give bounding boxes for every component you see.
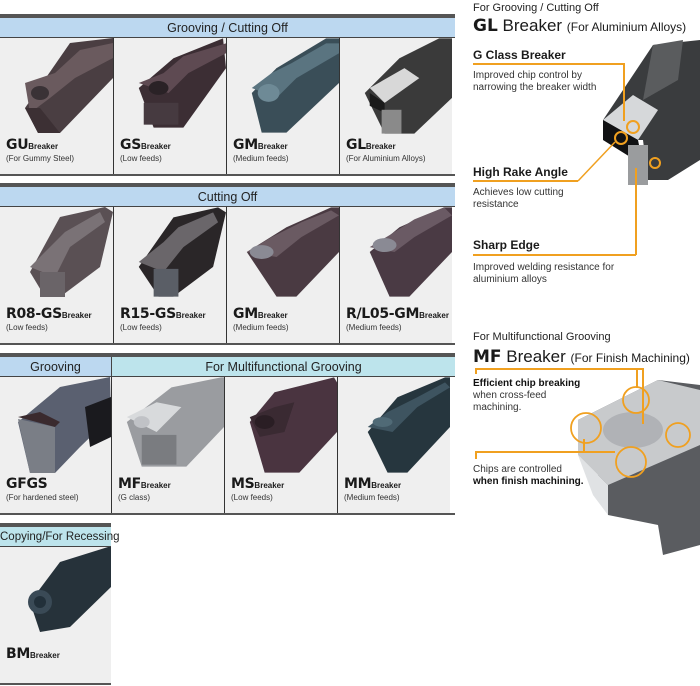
insert-name: MSBreaker bbox=[231, 476, 285, 492]
table-header: Copying/For Recessing bbox=[0, 527, 120, 546]
table-grooving-cutting-off: Grooving / Cutting Off GUBreaker (For Gu… bbox=[0, 14, 455, 176]
insert-name: BMBreaker bbox=[6, 646, 60, 662]
callout-line bbox=[636, 368, 638, 388]
callout-line bbox=[475, 451, 615, 453]
insert-desc: (For hardened steel) bbox=[6, 493, 79, 502]
insert-image-r15-gs bbox=[138, 207, 226, 297]
insert-desc: (Low feeds) bbox=[6, 323, 48, 332]
insert-image-gs bbox=[138, 38, 226, 128]
insert-cell-mm: MMBreaker (Medium feeds) bbox=[337, 377, 450, 513]
mf-callout-1: Efficient chip breaking when cross-feed … bbox=[473, 378, 581, 413]
mf-breaker-panel: For Multifunctional Grooving MF Breaker … bbox=[473, 330, 700, 686]
insert-name: GFGS bbox=[6, 476, 48, 492]
insert-image-rl05-gm bbox=[369, 207, 452, 297]
callout-line bbox=[623, 63, 625, 121]
insert-image-mm bbox=[367, 377, 450, 473]
table-header-grooving: Grooving bbox=[0, 357, 111, 376]
insert-desc: (Low feeds) bbox=[231, 493, 273, 502]
insert-image-gm bbox=[251, 38, 339, 133]
callout-line bbox=[475, 368, 477, 374]
insert-cell-mf: MFBreaker (G class) bbox=[111, 377, 224, 513]
callout-line bbox=[475, 451, 477, 459]
gl-feature-title: Sharp Edge bbox=[473, 238, 540, 252]
insert-image-r08-gs bbox=[30, 207, 113, 297]
insert-name: GLBreaker bbox=[346, 137, 396, 153]
table-header: Cutting Off bbox=[0, 187, 455, 206]
insert-desc: (G class) bbox=[118, 493, 150, 502]
mf-callout-2: Chips are controlled when finish machini… bbox=[473, 464, 584, 487]
mf-title: MF Breaker (For Finish Machining) bbox=[473, 347, 690, 367]
insert-desc: (Medium feeds) bbox=[346, 323, 402, 332]
callout-line bbox=[473, 254, 636, 256]
insert-desc: (Medium feeds) bbox=[233, 323, 289, 332]
insert-name: GSBreaker bbox=[120, 137, 171, 153]
insert-desc: (Low feeds) bbox=[120, 154, 162, 163]
insert-cell-r08-gs: R08-GSBreaker (Low feeds) bbox=[0, 207, 113, 343]
table-cutting-off: Cutting Off R08-GSBreaker (Low feeds) R1… bbox=[0, 183, 455, 345]
insert-cell-r15-gs: R15-GSBreaker (Low feeds) bbox=[113, 207, 226, 343]
insert-image-gfgs bbox=[18, 377, 111, 473]
insert-name: MMBreaker bbox=[344, 476, 402, 492]
insert-cell-gm: GMBreaker (Medium feeds) bbox=[226, 38, 339, 174]
gl-feature-title: High Rake Angle bbox=[473, 165, 568, 179]
insert-cell-rl05-gm: R/L05-GMBreaker (Medium feeds) bbox=[339, 207, 452, 343]
insert-cell-gl: GLBreaker (For Aluminium Alloys) bbox=[339, 38, 452, 174]
insert-image-ms bbox=[249, 377, 337, 473]
insert-image-gl bbox=[364, 38, 452, 134]
insert-desc: (Medium feeds) bbox=[344, 493, 400, 502]
callout-line bbox=[583, 439, 585, 452]
mf-insert-illustration bbox=[570, 380, 700, 555]
table-copying-recessing: Copying/For Recessing BMBreaker bbox=[0, 523, 120, 685]
gl-insert-illustration bbox=[603, 40, 700, 185]
callout-line bbox=[642, 368, 644, 424]
insert-image-mf bbox=[126, 377, 224, 467]
insert-desc: (Medium feeds) bbox=[233, 154, 289, 163]
insert-name: R15-GSBreaker bbox=[120, 306, 206, 322]
insert-image-gm-cutoff bbox=[246, 207, 339, 297]
insert-desc: (For Aluminium Alloys) bbox=[346, 154, 426, 163]
insert-name: R/L05-GMBreaker bbox=[346, 306, 449, 322]
insert-image-gu bbox=[25, 38, 113, 133]
callout-line bbox=[473, 180, 578, 182]
insert-name: R08-GSBreaker bbox=[6, 306, 92, 322]
gl-breaker-panel: For Grooving / Cutting Off GL Breaker (F… bbox=[473, 0, 700, 300]
callout-line bbox=[577, 141, 616, 182]
mf-kicker: For Multifunctional Grooving bbox=[473, 331, 611, 343]
gl-feature-title: G Class Breaker bbox=[473, 48, 566, 62]
insert-name: GUBreaker bbox=[6, 137, 59, 153]
table-grooving-multifunctional: Grooving For Multifunctional Grooving GF… bbox=[0, 353, 455, 515]
callout-line bbox=[635, 168, 637, 255]
callout-line bbox=[473, 63, 623, 65]
gl-kicker: For Grooving / Cutting Off bbox=[473, 2, 599, 14]
insert-cell-gs: GSBreaker (Low feeds) bbox=[113, 38, 226, 174]
insert-name: MFBreaker bbox=[118, 476, 171, 492]
insert-cell-gu: GUBreaker (For Gummy Steel) bbox=[0, 38, 113, 174]
insert-name: GMBreaker bbox=[233, 306, 288, 322]
insert-cell-gfgs: GFGS (For hardened steel) bbox=[0, 377, 111, 513]
gl-title: GL Breaker (For Aluminium Alloys) bbox=[473, 16, 687, 36]
insert-cell-bm: BMBreaker bbox=[0, 547, 111, 683]
insert-image-bm bbox=[28, 547, 111, 632]
callout-line bbox=[475, 368, 643, 370]
table-header-multifunctional: For Multifunctional Grooving bbox=[111, 357, 455, 376]
insert-desc: (Low feeds) bbox=[120, 323, 162, 332]
insert-name: GMBreaker bbox=[233, 137, 288, 153]
insert-cell-gm-cutoff: GMBreaker (Medium feeds) bbox=[226, 207, 339, 343]
insert-desc: (For Gummy Steel) bbox=[6, 154, 75, 163]
insert-cell-ms: MSBreaker (Low feeds) bbox=[224, 377, 337, 513]
table-header: Grooving / Cutting Off bbox=[0, 18, 455, 37]
